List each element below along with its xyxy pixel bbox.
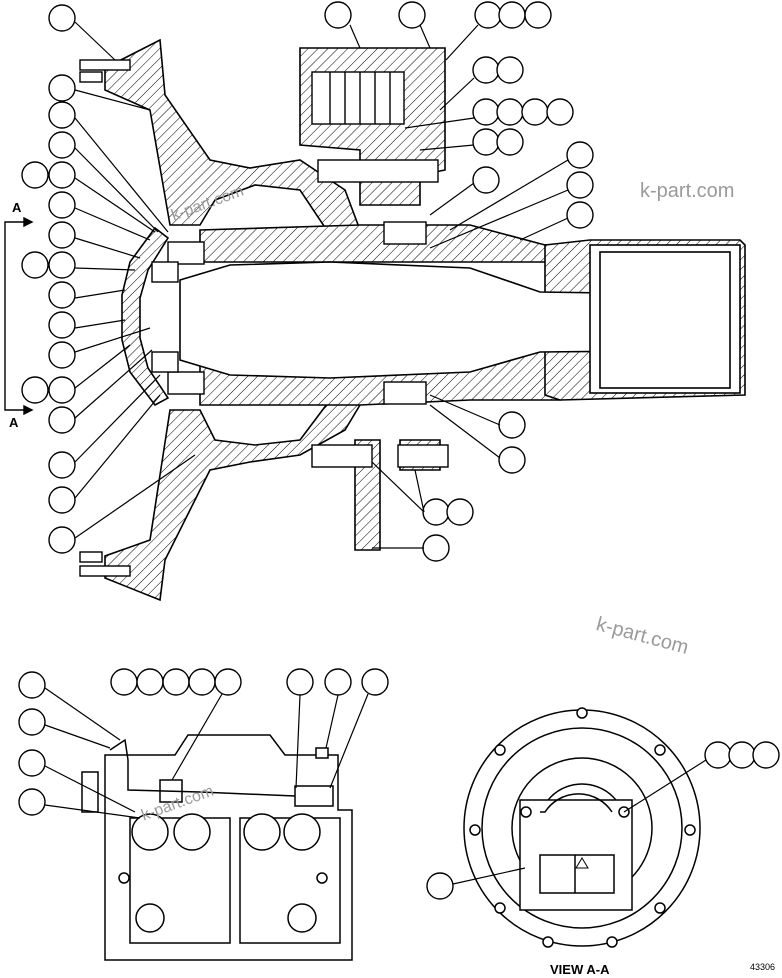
view-a-a-cover <box>463 707 701 948</box>
hub-cover <box>121 226 170 407</box>
view-marker-bottom: A <box>9 415 19 430</box>
bearings <box>151 221 427 405</box>
view-marker-top: A <box>12 200 22 215</box>
callouts-valve <box>18 668 389 816</box>
callouts-main <box>21 1 594 562</box>
leader-lines-view-a-a <box>452 759 707 885</box>
leader-lines-main <box>74 21 569 549</box>
brake-pack <box>311 71 449 468</box>
warning-icon <box>575 857 589 869</box>
axle-shaft <box>179 244 741 394</box>
leader-lines-valve <box>44 687 369 819</box>
section-arrows <box>4 216 34 416</box>
view-caption: VIEW A-A <box>550 962 610 977</box>
valve-assembly <box>81 734 353 961</box>
drawing-number: 43306 <box>750 962 776 972</box>
watermark-1: k-part.com <box>640 180 735 202</box>
flange-studs <box>79 59 131 577</box>
callouts-view-a-a <box>426 741 780 900</box>
